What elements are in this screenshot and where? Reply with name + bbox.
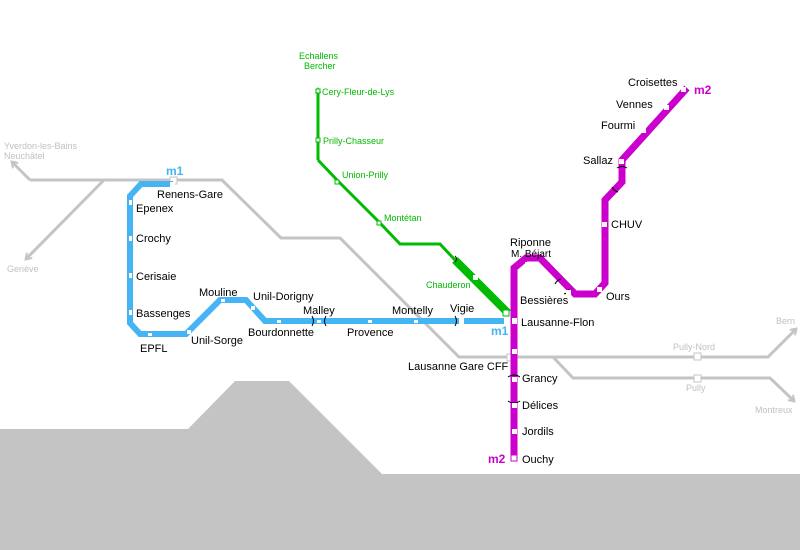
label-prilly-chasseur: Prilly-Chasseur: [323, 136, 384, 146]
label-bessieres: Bessières: [520, 295, 569, 307]
label-montreux: Montreux: [755, 405, 793, 415]
label-grancy: Grancy: [522, 373, 558, 385]
station-cerisaie[interactable]: [129, 273, 132, 278]
station-gare-m2[interactable]: [512, 349, 517, 354]
station-unil-sorge[interactable]: [187, 330, 191, 334]
label-bercher: Bercher: [304, 61, 336, 71]
station-jordils[interactable]: [512, 429, 517, 434]
label-yverdon: Yverdon-les-Bains: [4, 141, 78, 151]
station-ours[interactable]: [597, 287, 602, 292]
m1-tag-flon: m1: [491, 324, 509, 338]
label-jordils: Jordils: [522, 426, 554, 438]
station-flon-m2[interactable]: [512, 318, 517, 324]
label-mouline: Mouline: [199, 287, 238, 299]
label-echallens: Echallens: [299, 51, 339, 61]
label-geneve: Genève: [7, 264, 39, 274]
label-riponne: Riponne: [510, 237, 551, 249]
label-neuchatel: Neuchâtel: [4, 151, 45, 161]
station-sallaz[interactable]: [619, 159, 624, 164]
rail-network: [13, 163, 795, 400]
label-fourmi: Fourmi: [601, 120, 635, 132]
label-chauderon: Chauderon: [426, 280, 471, 290]
label-malley: Malley: [303, 305, 335, 317]
station-prilly-chasseur[interactable]: [315, 137, 321, 143]
station-mouline[interactable]: [221, 299, 225, 302]
m1-stations: [129, 182, 509, 336]
label-provence: Provence: [347, 327, 393, 339]
line-lo: [315, 87, 511, 316]
station-chuv[interactable]: [602, 222, 607, 227]
label-bern: Bern: [776, 316, 795, 326]
label-montetan: Montétan: [384, 213, 422, 223]
lo-stations: [315, 88, 510, 317]
label-ours: Ours: [606, 291, 630, 303]
station-bessieres[interactable]: [566, 290, 571, 295]
label-pully-nord: Pully-Nord: [673, 342, 715, 352]
label-cerisaie: Cerisaie: [136, 271, 176, 283]
label-union-prilly: Union-Prilly: [342, 170, 389, 180]
m2-tag-ouchy: m2: [488, 452, 506, 466]
label-renens-gare: Renens-Gare: [157, 189, 223, 201]
label-bejart: M. Béjart: [511, 249, 551, 260]
rail-line-yverdon: [13, 163, 32, 182]
station-renens-gare[interactable]: [170, 182, 175, 187]
label-unil-dorigny: Unil-Dorigny: [253, 291, 314, 303]
line-m2: [510, 85, 690, 460]
rail-line-montreux: [551, 355, 793, 400]
station-bourdonnette[interactable]: [277, 320, 281, 323]
label-crochy: Crochy: [136, 233, 171, 245]
rail-station-pully[interactable]: [693, 374, 702, 383]
m2-tag-top: m2: [694, 83, 712, 97]
line-m1: [127, 181, 508, 337]
rail-station-pully-nord[interactable]: [693, 352, 702, 361]
station-vennes[interactable]: [664, 105, 669, 110]
label-vigie: Vigie: [450, 303, 474, 315]
station-montetan[interactable]: [376, 220, 382, 226]
station-grancy[interactable]: [512, 377, 517, 382]
station-ouchy[interactable]: [510, 454, 518, 462]
station-flon-lo[interactable]: [502, 309, 510, 317]
station-cery[interactable]: [315, 88, 321, 94]
m2-stations: [510, 87, 686, 462]
station-epfl[interactable]: [148, 333, 152, 336]
lake-leman: [0, 381, 800, 550]
station-delices[interactable]: [512, 403, 517, 408]
label-chuv: CHUV: [611, 219, 643, 231]
label-vennes: Vennes: [616, 99, 653, 111]
label-ouchy: Ouchy: [522, 454, 554, 466]
station-croisettes[interactable]: [681, 87, 686, 92]
station-epenex[interactable]: [129, 200, 132, 205]
station-flon-m1[interactable]: [504, 318, 509, 324]
station-unil-dorigny[interactable]: [251, 306, 255, 310]
label-epenex: Epenex: [136, 203, 174, 215]
label-delices: Délices: [522, 400, 559, 412]
station-montelly[interactable]: [414, 320, 418, 323]
station-provence[interactable]: [368, 320, 372, 323]
label-montelly: Montelly: [392, 305, 433, 317]
lo-tunnel: [452, 257, 511, 316]
label-cery: Cery-Fleur-de-Lys: [322, 87, 395, 97]
label-lausanne-flon: Lausanne-Flon: [521, 317, 594, 329]
station-crochy[interactable]: [129, 236, 132, 241]
label-lausanne-gare-cff: Lausanne Gare CFF: [408, 361, 509, 373]
station-union-prilly[interactable]: [334, 179, 340, 185]
label-bourdonnette: Bourdonnette: [248, 327, 314, 339]
label-unil-sorge: Unil-Sorge: [191, 335, 243, 347]
label-epfl: EPFL: [140, 343, 168, 355]
label-bassenges: Bassenges: [136, 308, 191, 320]
lo-track-main: [316, 158, 457, 262]
label-pully: Pully: [686, 383, 706, 393]
label-sallaz: Sallaz: [583, 155, 613, 167]
m1-tag-top: m1: [166, 164, 184, 178]
station-chauderon[interactable]: [473, 275, 478, 280]
station-fourmi[interactable]: [641, 128, 646, 133]
station-vigie[interactable]: [459, 318, 464, 324]
station-bassenges[interactable]: [129, 310, 132, 315]
rail-line-main: [30, 178, 795, 359]
rail-line-geneve: [27, 178, 106, 258]
label-croisettes: Croisettes: [628, 77, 678, 89]
station-riponne[interactable]: [525, 262, 530, 267]
station-malley[interactable]: [317, 320, 321, 323]
